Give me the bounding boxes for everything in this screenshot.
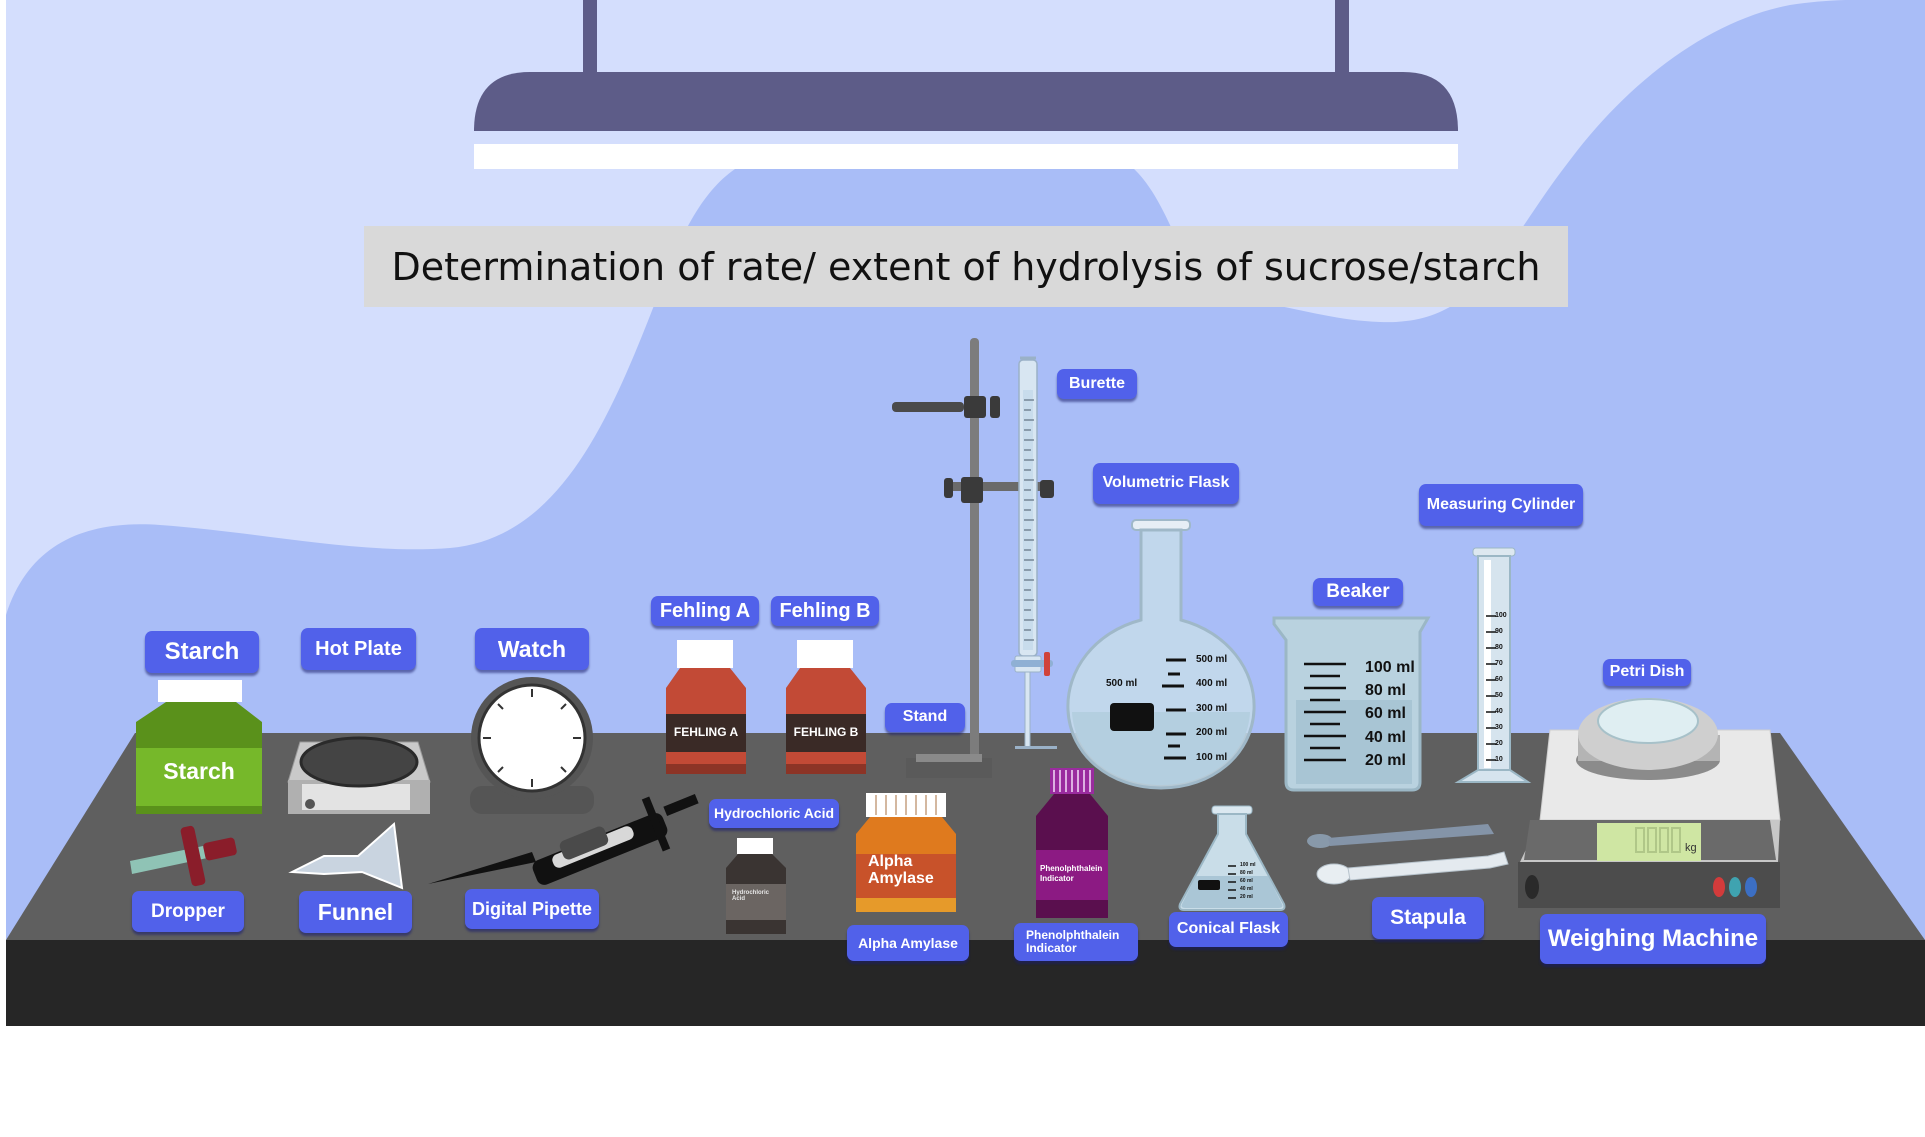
beaker-mark-100: 100 ml: [1365, 659, 1415, 676]
cf-mark-100: 100 ml: [1240, 862, 1256, 868]
beaker-mark-40: 40 ml: [1365, 729, 1406, 746]
cf-mark-20: 20 ml: [1240, 894, 1253, 900]
alpha-amylase-jar-text: Alpha Amylase: [868, 853, 934, 887]
cyl-mark-30: 30: [1495, 724, 1503, 731]
conical-flask[interactable]: [1178, 805, 1286, 911]
beaker-mark-60: 60 ml: [1365, 705, 1406, 722]
watch-clock[interactable]: [470, 677, 594, 814]
beaker-mark-20: 20 ml: [1365, 752, 1406, 769]
label-beaker[interactable]: Beaker: [1313, 578, 1403, 606]
label-watch[interactable]: Watch: [475, 628, 589, 670]
vf-mark-500: 500 ml: [1196, 654, 1228, 665]
cyl-mark-10: 10: [1495, 756, 1503, 763]
label-conical-flask[interactable]: Conical Flask: [1169, 912, 1288, 947]
title-banner: Determination of rate/ extent of hydroly…: [364, 226, 1568, 307]
cyl-mark-20: 20: [1495, 740, 1503, 747]
cyl-mark-60: 60: [1495, 676, 1503, 683]
vf-mark-300: 300 ml: [1196, 703, 1228, 714]
label-fehling-b[interactable]: Fehling B: [771, 596, 879, 626]
cf-mark-80: 80 ml: [1240, 870, 1253, 876]
measuring-cylinder[interactable]: [1454, 547, 1532, 783]
volumetric-flask[interactable]: [1066, 519, 1256, 790]
hydrochloric-acid-bottle[interactable]: [726, 838, 786, 934]
label-hydrochloric-acid[interactable]: Hydrochloric Acid: [709, 799, 839, 828]
label-weighing-machine[interactable]: Weighing Machine: [1540, 914, 1766, 964]
starch-jar-text: Starch: [163, 758, 235, 784]
label-hot-plate[interactable]: Hot Plate: [301, 628, 416, 670]
cyl-mark-90: 90: [1495, 628, 1503, 635]
label-stapula[interactable]: Stapula: [1372, 897, 1484, 939]
label-fehling-a[interactable]: Fehling A: [651, 596, 759, 626]
spatula-spoons[interactable]: [1307, 824, 1509, 885]
phenolphthalein-bottle[interactable]: [1036, 768, 1108, 918]
table-top: [6, 733, 1925, 940]
cf-mark-60: 60 ml: [1240, 878, 1253, 884]
label-alpha-amylase[interactable]: Alpha Amylase: [847, 925, 969, 961]
label-dropper[interactable]: Dropper: [132, 891, 244, 932]
beaker-mark-80: 80 ml: [1365, 682, 1406, 699]
fehling-b-bottle-text: FEHLING B: [793, 725, 859, 739]
label-starch[interactable]: Starch: [145, 631, 259, 673]
cyl-mark-100: 100: [1495, 612, 1507, 619]
beaker[interactable]: [1272, 616, 1431, 792]
weighing-machine[interactable]: [1518, 698, 1781, 908]
cyl-mark-40: 40: [1495, 708, 1503, 715]
page-title: Determination of rate/ extent of hydroly…: [391, 244, 1541, 289]
hot-plate[interactable]: [287, 736, 431, 814]
label-burette[interactable]: Burette: [1057, 369, 1137, 399]
burette-tube[interactable]: [1011, 356, 1057, 749]
scale-unit: kg: [1685, 842, 1697, 854]
vf-mark-200: 200 ml: [1196, 727, 1228, 738]
fehling-a-bottle[interactable]: [666, 640, 746, 774]
ceiling-lamp: [474, 0, 1458, 169]
label-volumetric-flask[interactable]: Volumetric Flask: [1093, 463, 1239, 504]
fehling-b-bottle[interactable]: [786, 640, 866, 774]
cyl-mark-50: 50: [1495, 692, 1503, 699]
cyl-mark-80: 80: [1495, 644, 1503, 651]
label-digital-pipette[interactable]: Digital Pipette: [465, 889, 599, 929]
fehling-a-bottle-text: FEHLING A: [673, 725, 739, 739]
digital-pipette[interactable]: [428, 793, 699, 887]
funnel[interactable]: [288, 821, 404, 890]
label-stand[interactable]: Stand: [885, 703, 965, 732]
phenolphthalein-bottle-text: Phenolphthalein Indicator: [1040, 864, 1103, 884]
vf-side-mark: 500 ml: [1106, 678, 1138, 689]
label-phenolphthalein-indicator[interactable]: Phenolphthalein Indicator: [1014, 923, 1138, 961]
starch-jar[interactable]: [136, 680, 262, 814]
vf-mark-400: 400 ml: [1196, 678, 1228, 689]
cyl-mark-70: 70: [1495, 660, 1503, 667]
alpha-amylase-jar[interactable]: [856, 793, 956, 912]
cf-mark-40: 40 ml: [1240, 886, 1253, 892]
label-funnel[interactable]: Funnel: [299, 891, 412, 933]
label-petri-dish[interactable]: Petri Dish: [1603, 659, 1691, 686]
hydrochloric-acid-bottle-text: Hydrochloric Acid: [732, 890, 770, 902]
dropper[interactable]: [130, 825, 238, 887]
label-measuring-cylinder[interactable]: Measuring Cylinder: [1419, 484, 1583, 526]
vf-mark-100: 100 ml: [1196, 752, 1228, 763]
